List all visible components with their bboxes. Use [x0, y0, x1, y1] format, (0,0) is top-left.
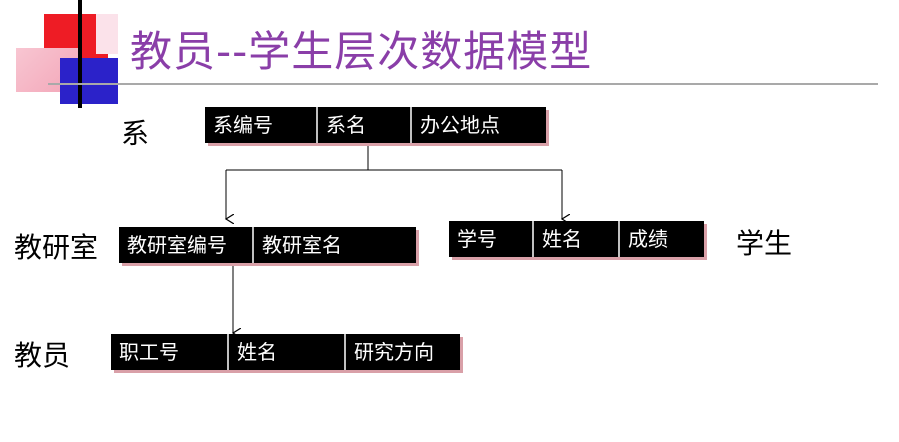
dept-field: 办公地点: [412, 107, 546, 143]
decor-blue-square: [60, 58, 118, 104]
office-level-label: 教研室: [14, 231, 99, 264]
dept-field: 系编号: [205, 107, 318, 143]
decor-horizontal-line: [48, 83, 878, 85]
student-field: 成绩: [620, 221, 704, 257]
office-field: 教研室编号: [119, 227, 254, 263]
teacher-level-label: 教员: [14, 339, 71, 372]
decor-pale-square: [96, 14, 118, 54]
student-record: 学号 姓名 成绩: [449, 221, 704, 257]
dept-field: 系名: [318, 107, 412, 143]
office-record: 教研室编号 教研室名: [119, 227, 416, 263]
student-field: 学号: [449, 221, 534, 257]
teacher-field: 研究方向: [346, 334, 460, 370]
dept-record: 系编号 系名 办公地点: [205, 107, 546, 143]
decor-vertical-line: [78, 0, 82, 108]
office-field: 教研室名: [254, 227, 416, 263]
student-level-label: 学生: [736, 227, 793, 260]
teacher-record: 职工号 姓名 研究方向: [111, 334, 460, 370]
teacher-field: 姓名: [229, 334, 346, 370]
page-title: 教员--学生层次数据模型: [130, 27, 593, 76]
dept-level-label: 系: [121, 117, 150, 150]
teacher-field: 职工号: [111, 334, 229, 370]
student-field: 姓名: [534, 221, 620, 257]
